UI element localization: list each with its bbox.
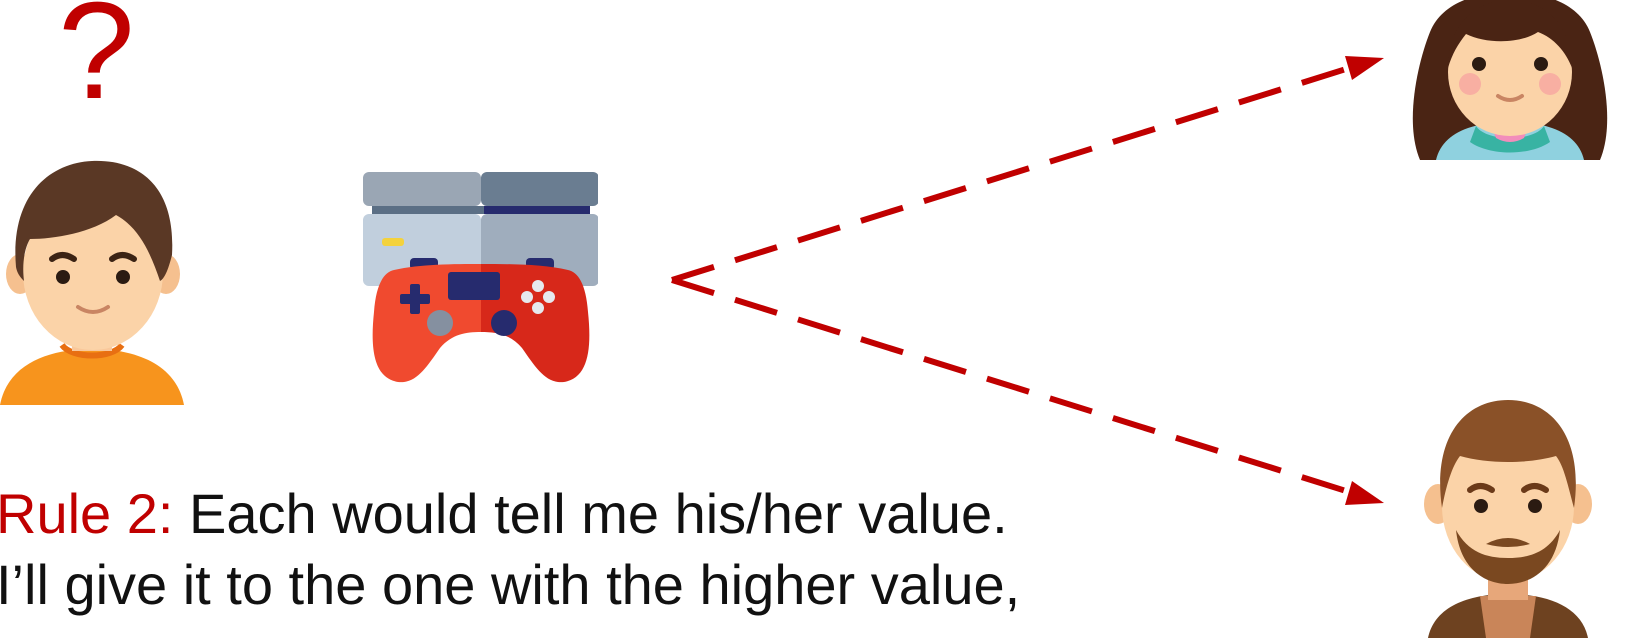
question-mark: ?: [58, 0, 135, 128]
bearded-man-avatar-icon: [1424, 400, 1592, 638]
arrow-to-top: [671, 56, 1384, 283]
rule-line-2: I’ll give it to the one with the higher …: [0, 553, 1021, 616]
game-console-icon: [363, 172, 598, 383]
rule-label: Rule 2:: [0, 482, 174, 545]
rule-line-1-text: Each would tell me his/her value.: [173, 482, 1008, 545]
boy-avatar-icon: [0, 160, 184, 405]
girl-avatar-icon: [1412, 0, 1608, 160]
arrow-to-bottom: [671, 277, 1384, 505]
rule-line-1: Rule 2: Each would tell me his/her value…: [0, 478, 1020, 549]
rule-text: Rule 2: Each would tell me his/her value…: [0, 478, 1020, 620]
